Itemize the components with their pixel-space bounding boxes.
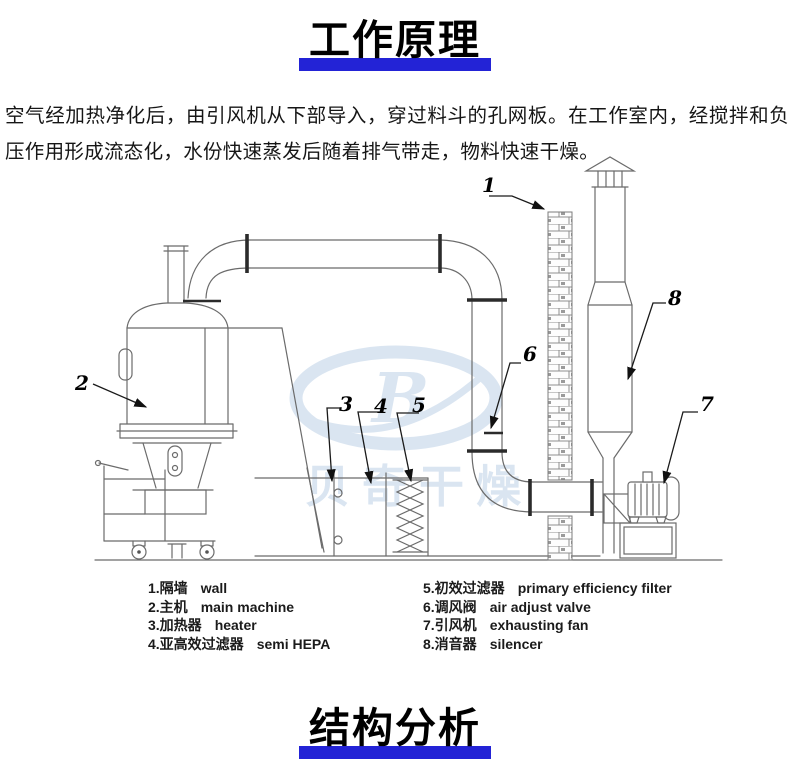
brick-wall [547,211,573,561]
legend-en: air adjust valve [489,598,591,615]
legend-zh: 4.亚高效过滤器 [148,635,244,652]
legend-en: semi HEPA [256,635,331,652]
legend-zh: 6.调风阀 [423,598,477,615]
legend-item-air-valve: 6.调风阀 air adjust valve [423,598,672,617]
legend-zh: 3.加热器 [148,617,202,633]
footer-title: 结构分析 [309,704,481,752]
title-accent-bar [299,58,491,71]
legend-item-semi-hepa: 4.亚高效过滤器 semi HEPA [148,635,330,654]
main-machine [116,245,283,515]
watermark-logo: B 贝奇干燥 [289,345,521,513]
legend-zh: 7.引风机 [423,617,477,633]
legend-item-wall: 1.隔墙 wall [148,579,330,598]
legend-en: heater [214,617,257,633]
exhaust-fan [603,471,680,559]
legend-item-primary-filter: 5.初效过滤器 primary efficiency filter [423,579,672,598]
machine-base-transition [281,327,325,553]
callout-7: 7 [700,392,714,416]
legend-zh: 2.主机 [148,598,188,615]
legend-item-silencer: 8.消音器 silencer [423,635,672,654]
legend-zh: 8.消音器 [423,635,477,652]
page-title: 工作原理 [309,16,481,64]
legend-zh: 1.隔墙 [148,580,188,596]
legend-item-heater: 3.加热器 heater [148,616,330,635]
legend-item-main-machine: 2.主机 main machine [148,598,330,617]
callout-4: 4 [374,394,388,418]
silencer [583,156,637,554]
legend-en: exhausting fan [489,617,589,633]
heater-filter-box [254,472,429,557]
section-title-working-principle: 工作原理 [0,6,790,71]
callout-5: 5 [412,393,426,417]
legend-en: silencer [489,635,543,652]
callout-2: 2 [74,371,89,395]
callout-3: 3 [339,392,353,416]
legend-item-fan: 7.引风机 exhausting fan [423,616,672,635]
trolley-cart [94,459,216,560]
legend-column-left: 1.隔墙 wall 2.主机 main machine 3.加热器 heater 4.… [148,579,330,653]
section-title-structure-analysis: 结构分析 [0,694,790,759]
exhaust-duct [187,234,603,516]
title-accent-bar [299,746,491,759]
callout-1: 1 [482,173,496,197]
legend-zh: 5.初效过滤器 [423,580,505,596]
legend-en: wall [200,580,228,596]
callouts: 1 2 3 4 5 6 7 8 [74,173,714,485]
callout-8: 8 [667,286,682,310]
callout-6: 6 [523,342,537,366]
legend-en: primary efficiency filter [517,580,672,596]
legend-column-right: 5.初效过滤器 primary efficiency filter 6.调风阀 ai… [423,579,672,653]
intro-paragraph: 空气经加热净化后，由引风机从下部导入，穿过料斗的孔网板。在工作室内，经搅拌和负压… [5,104,789,163]
legend-en: main machine [200,598,295,615]
